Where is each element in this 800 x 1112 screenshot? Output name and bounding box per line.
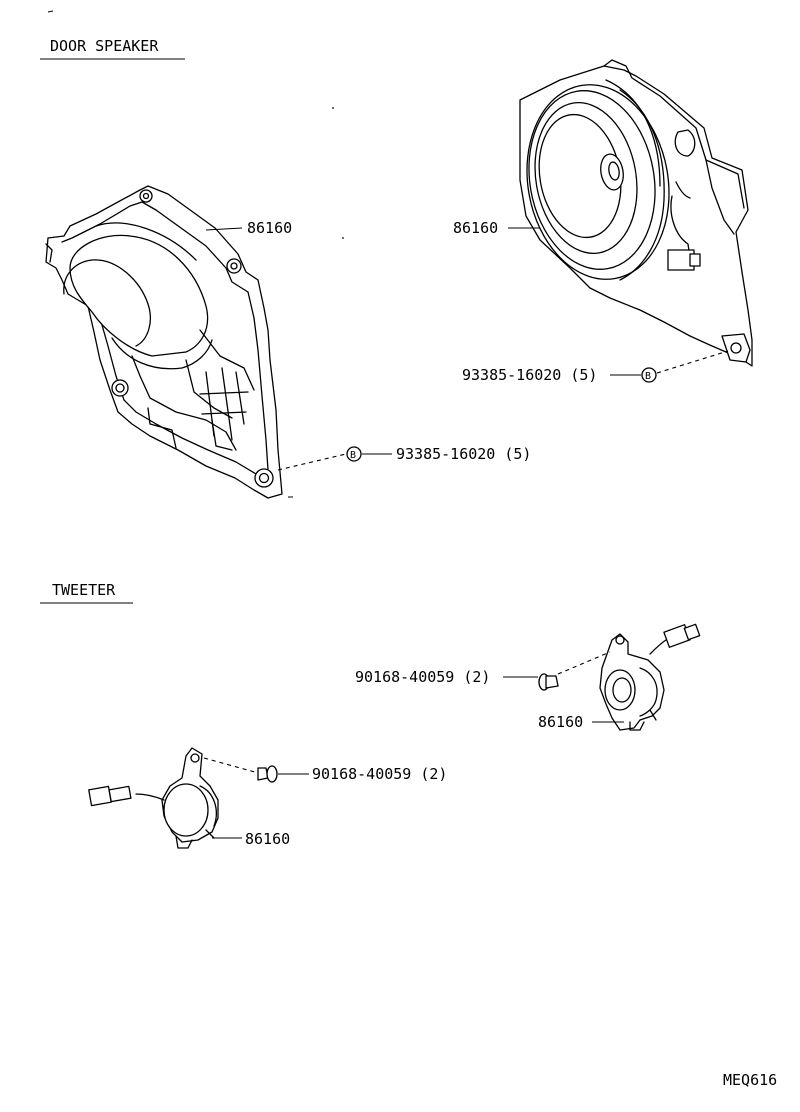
left-tweeter-part-number: 86160 (245, 830, 290, 848)
left-tweeter-screw-callout: 90168-40059 (2) (278, 765, 447, 783)
marker-b-circle (641, 367, 657, 383)
tweeter-section-title: TWEETER (52, 581, 116, 599)
left-tweeter-screw-illustration (203, 757, 278, 783)
marker-b-label: B (645, 371, 651, 382)
door-speaker-section-title: DOOR SPEAKER (50, 37, 159, 55)
drawing-code: MEQ616 (723, 1071, 777, 1089)
left-speaker-part-callout: 86160 (205, 219, 292, 237)
leader-dashed-line (656, 350, 729, 374)
left-speaker-screw-part-number: 93385-16020 (5) (396, 445, 531, 463)
leader-dashed-line (557, 651, 611, 675)
marker-b-circle (346, 446, 362, 462)
speck (342, 237, 344, 239)
marker-b-label: B (350, 450, 356, 461)
left-tweeter-screw-part-number: 90168-40059 (2) (312, 765, 447, 783)
left-tweeter-part-callout: 86160 (212, 830, 290, 848)
right-speaker-screw-callout: 93385-16020 (5) B (462, 350, 729, 384)
speck (47, 10, 54, 13)
right-tweeter-illustration (599, 623, 701, 731)
right-tweeter-screw-illustration (538, 651, 611, 691)
right-tweeter-part-number: 86160 (538, 713, 583, 731)
speck (332, 107, 334, 109)
leader-dashed-line (277, 453, 347, 471)
left-speaker-screw-callout: B 93385-16020 (5) (277, 445, 531, 471)
left-door-speaker-illustration (45, 185, 283, 499)
left-speaker-part-number: 86160 (247, 219, 292, 237)
right-tweeter-screw-callout: 90168-40059 (2) (355, 668, 538, 686)
right-speaker-part-number: 86160 (453, 219, 498, 237)
right-tweeter-screw-part-number: 90168-40059 (2) (355, 668, 490, 686)
right-speaker-part-callout: 86160 (453, 219, 540, 237)
right-door-speaker-illustration (519, 59, 753, 367)
right-tweeter-part-callout: 86160 (538, 713, 624, 731)
right-speaker-screw-part-number: 93385-16020 (5) (462, 366, 597, 384)
left-tweeter-illustration (88, 747, 219, 849)
leader-dashed-line (203, 757, 263, 775)
